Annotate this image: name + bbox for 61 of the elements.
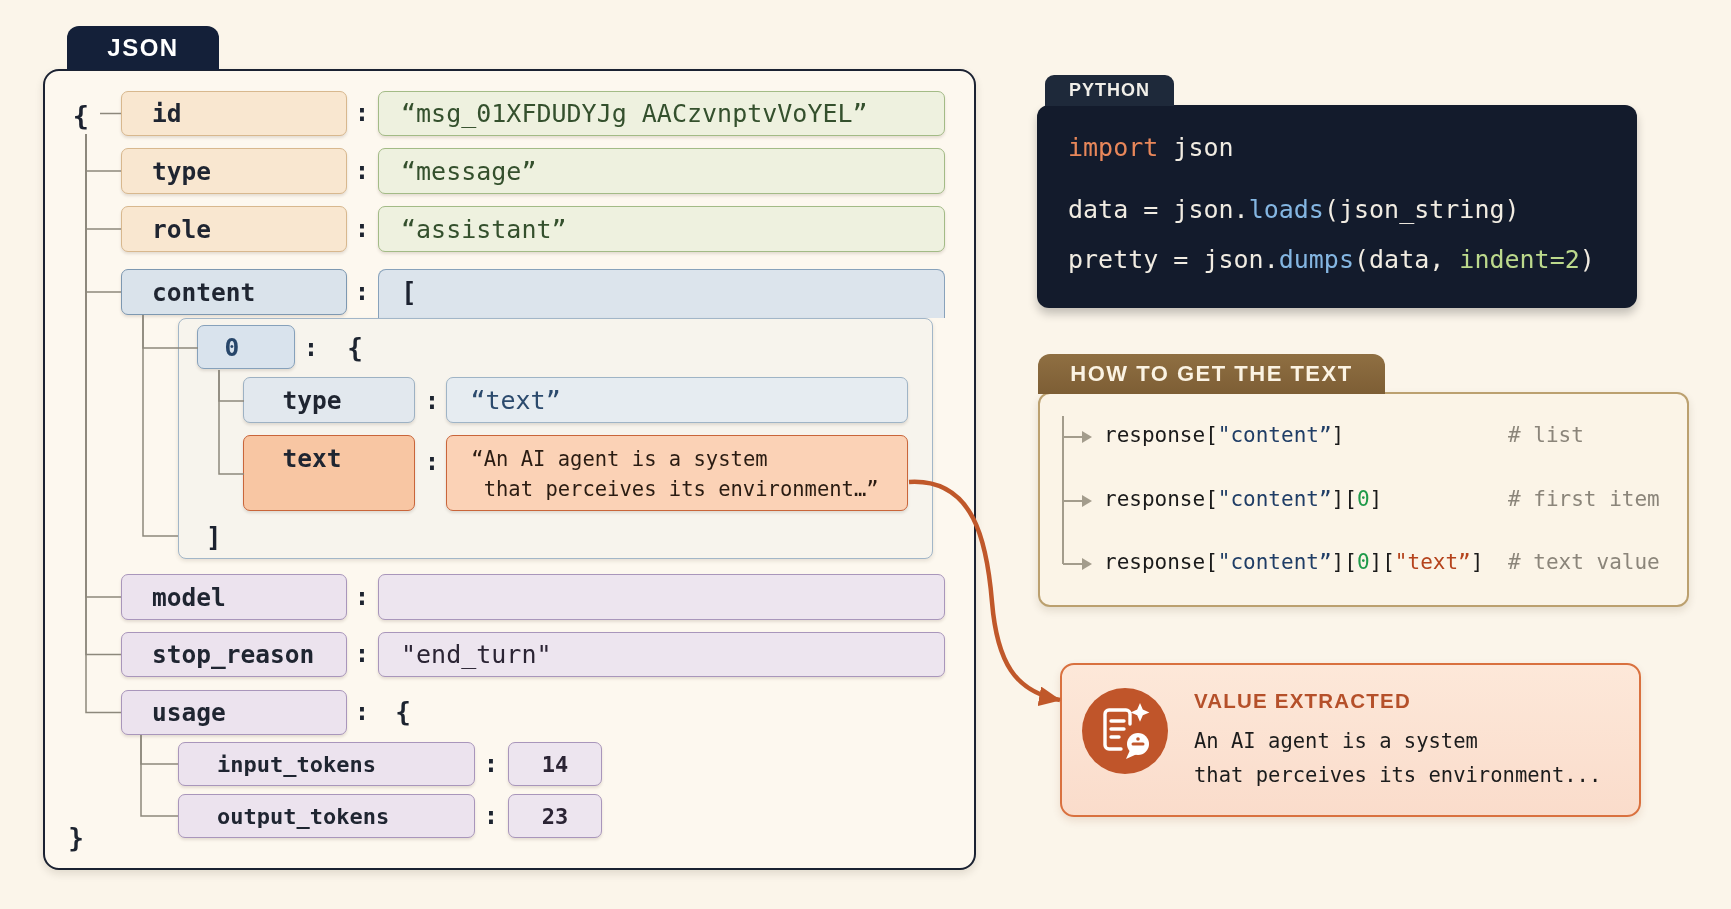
json-key: type <box>243 377 416 424</box>
json-key: content <box>121 269 347 315</box>
brace: { <box>62 96 100 134</box>
tree-line <box>218 369 245 475</box>
panel-tab: JSON <box>67 26 219 70</box>
code-line: import json <box>1068 132 1234 164</box>
json-key: type <box>121 148 347 194</box>
card-text: An AI agent is a system that perceives its environment... <box>1194 728 1603 789</box>
code-line: data = json.loads(json_string) <box>1068 194 1520 226</box>
json-value-box <box>378 574 945 620</box>
json-key: 0 <box>197 325 296 370</box>
array-panel <box>178 318 933 559</box>
json-value: “message” <box>378 148 945 194</box>
colon: : <box>424 447 440 477</box>
colon: : <box>354 639 370 669</box>
json-key: usage <box>121 690 347 735</box>
json-key: stop_reason <box>121 632 347 677</box>
code-line: response["content”][0]["text”] <box>1104 549 1484 576</box>
code-line: response["content”][0] <box>1104 486 1383 513</box>
array-value-box <box>378 269 945 318</box>
json-value: “text” <box>446 377 909 424</box>
json-key: output_tokens <box>178 794 475 838</box>
tree-line <box>140 734 179 817</box>
json-value: “assistant” <box>378 206 945 252</box>
panel-tab: PYTHON <box>1045 75 1174 106</box>
json-value: 23 <box>508 794 602 838</box>
json-key: id <box>121 91 347 136</box>
json-value: “msg_01XFDUDYJg AACzvnptvVoYEL” <box>378 91 945 136</box>
card-heading: VALUE EXTRACTED <box>1194 689 1411 713</box>
json-key: model <box>121 574 347 620</box>
colon: : <box>354 697 370 727</box>
brace: } <box>68 823 84 853</box>
json-value: “An AI agent is a system that perceives its environment…” <box>446 435 909 512</box>
colon: : <box>354 156 370 186</box>
code-line: response["content”] <box>1104 422 1345 449</box>
colon: : <box>424 386 440 416</box>
colon: : <box>354 214 370 244</box>
json-key: text <box>243 435 416 512</box>
bracket: [ <box>401 277 417 307</box>
colon: : <box>483 749 499 779</box>
colon: : <box>354 277 370 307</box>
code-line: pretty = json.dumps(data, indent=2) <box>1068 244 1595 276</box>
colon: : <box>354 582 370 612</box>
code-comment: # text value <box>1508 549 1660 576</box>
code-comment: # first item <box>1508 486 1660 513</box>
json-key: input_tokens <box>178 742 475 786</box>
json-value: "end_turn" <box>378 632 945 677</box>
colon: : <box>483 801 499 831</box>
tree-line <box>99 112 122 115</box>
brace: { <box>395 697 411 727</box>
colon: : <box>354 98 370 128</box>
result-card <box>1060 663 1641 817</box>
json-value: 14 <box>508 742 602 786</box>
tree-line <box>142 314 179 537</box>
curved-arrow <box>908 479 1061 706</box>
panel-tab: HOW TO GET THE TEXT <box>1038 354 1385 394</box>
brace: { <box>347 333 363 363</box>
colon: : <box>303 333 319 363</box>
bracket: ] <box>206 522 222 552</box>
json-key: role <box>121 206 347 252</box>
code-comment: # list <box>1508 422 1584 449</box>
